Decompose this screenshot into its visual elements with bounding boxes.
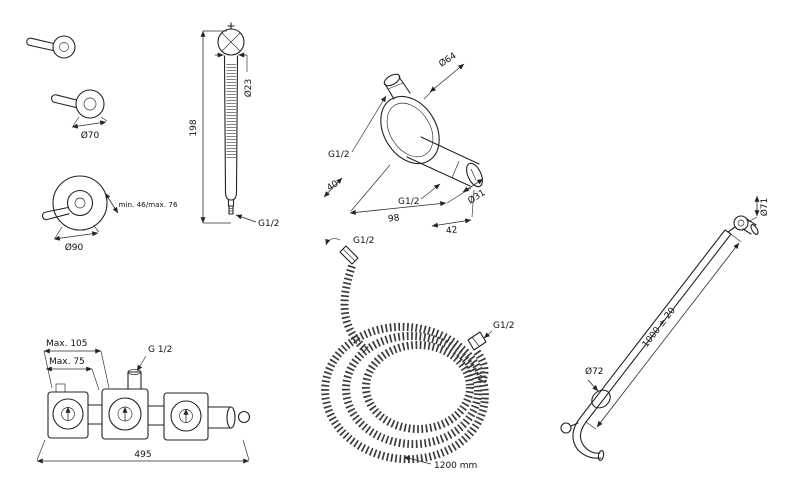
valve-right-port <box>226 406 236 429</box>
mixer-trim-drawing: Ø70 min. 46/max. 76 Ø90 <box>26 35 178 253</box>
outlet-length-label: 98 <box>388 213 401 224</box>
hose-tail-right <box>473 349 489 385</box>
hose-swivel-arrow <box>325 238 341 246</box>
valve-block-right <box>163 392 209 441</box>
bar-dia-top-label: Ø71 <box>759 198 770 217</box>
trim-large-escutcheon <box>52 175 108 231</box>
hose-fitting-right <box>467 331 487 351</box>
trim-small-hub <box>59 42 69 52</box>
valve-right-stub <box>237 410 251 424</box>
slide-bar-drawing: Ø71 1000 ± 20 Ø72 <box>560 195 770 461</box>
valve-top-port <box>127 371 142 390</box>
hose-coil-outer <box>321 322 489 464</box>
handshower-dia-label: Ø23 <box>243 79 254 98</box>
outlet-dia-flange-label: Ø64 <box>437 50 459 69</box>
bar-length-label: 1000 ± 20 <box>641 306 678 350</box>
hose-thread-right-label: G1/2 <box>493 321 514 331</box>
hose-fitting-left <box>339 245 359 265</box>
valve-max-width-label: Max. 105 <box>46 339 88 349</box>
hose-coil-inner <box>362 341 474 433</box>
trim-mid-hub <box>83 97 97 111</box>
outlet-thread-wall-label: G1/2 <box>328 150 349 160</box>
shower-handle-body <box>223 55 239 201</box>
trim-large-body <box>66 189 94 217</box>
outlet-dia-outlet-label: Ø31 <box>466 187 488 206</box>
wall-outlet-drawing: Ø64 G1/2 40 98 G1/2 Ø31 42 <box>323 50 488 237</box>
bar-bottom-elbow <box>579 421 601 454</box>
trim-small-lever <box>26 37 55 52</box>
outlet-wall-stub <box>383 73 401 87</box>
valve-thread-label: G 1/2 <box>148 345 172 355</box>
trim-mid-body <box>75 89 105 119</box>
trim-large-lever <box>41 206 70 221</box>
hand-shower-drawing: 198 Ø23 G1/2 <box>189 22 279 229</box>
trim-mid-lever <box>51 94 78 109</box>
valve-width-label: 495 <box>134 450 151 460</box>
hose-thread-left-label: G1/2 <box>353 236 374 246</box>
trim-large-hub <box>74 197 86 209</box>
trim-dia-small-label: Ø70 <box>81 130 100 141</box>
bar-holder-flange <box>591 389 611 409</box>
outlet-flange <box>380 95 440 165</box>
valve-max-depth-label: Max. 75 <box>49 357 85 367</box>
trim-small-body <box>52 35 76 59</box>
shower-grip-texture <box>226 62 236 158</box>
valve-block-middle <box>101 388 149 440</box>
outlet-depth-label: 40 <box>325 179 340 194</box>
slide-bar-top-fitting <box>733 215 749 231</box>
outlet-offset-label: 42 <box>446 225 458 236</box>
outlet-thread-bottom-label: G1/2 <box>398 197 419 207</box>
hose-length-label: 1200 mm <box>434 461 477 471</box>
bar-dia-holder-label: Ø72 <box>585 366 604 377</box>
shower-collar <box>227 199 235 207</box>
handshower-length-label: 198 <box>189 119 199 136</box>
valve-block-left <box>47 391 89 439</box>
shower-hose-drawing: G1/2 G1/2 1200 mm <box>321 236 514 471</box>
trim-projection-label: min. 46/max. 76 <box>118 200 177 209</box>
concealed-valve-drawing: Max. 105 Max. 75 G 1/2 <box>36 339 251 464</box>
trim-dia-large-label: Ø90 <box>65 242 84 253</box>
handshower-thread-label: G1/2 <box>258 219 279 229</box>
hose-coil-middle <box>342 331 482 449</box>
bar-knob <box>560 422 572 434</box>
shower-thread-tip <box>228 205 234 215</box>
hose-tail-left <box>340 264 369 354</box>
